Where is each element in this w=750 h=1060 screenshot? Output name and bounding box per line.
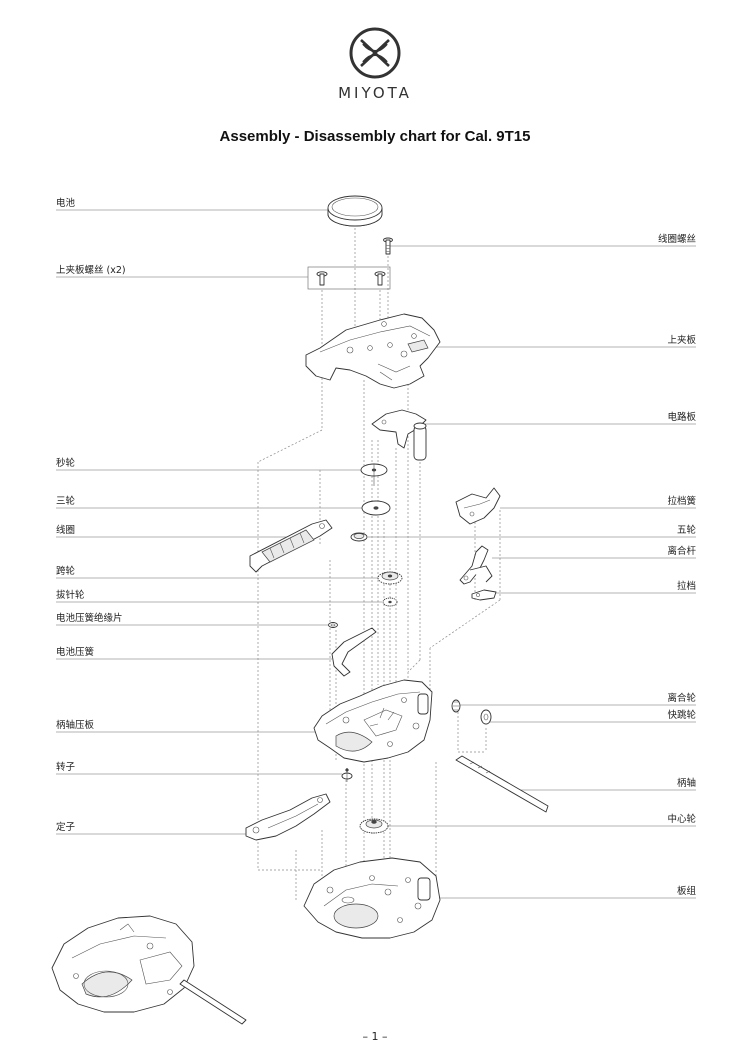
- label-clutch-wheel: 离合轮: [667, 693, 696, 704]
- intermediate-wheel-part: [377, 571, 403, 585]
- circuit-board-part: [371, 409, 427, 461]
- brand-name: MIYOTA: [338, 84, 412, 102]
- stem-part: [455, 755, 549, 813]
- miyota-logo-icon: [349, 27, 401, 79]
- label-battery-spring: 电池压簧: [56, 647, 95, 658]
- label-stem: 柄轴: [676, 778, 696, 789]
- assembled-movement-part: [51, 915, 247, 1025]
- main-plate-part: [303, 857, 441, 939]
- battery-spring-part: [331, 627, 377, 677]
- label-upper-plate: 上夹板: [667, 335, 696, 346]
- leader-lines-right: [368, 245, 696, 899]
- upper-plate-screws-part: [307, 266, 391, 290]
- upper-plate-part: [305, 313, 441, 389]
- label-battery: 电池: [56, 198, 76, 209]
- coil-screw-part: [383, 237, 393, 255]
- label-rotor: 转子: [56, 762, 76, 773]
- setting-lever-spring-part: [455, 487, 501, 525]
- label-upper-plate-screw: 上夹板螺丝 (x2): [56, 265, 126, 276]
- label-intermediate-wheel: 跨轮: [56, 566, 76, 577]
- fifth-wheel-part: [350, 532, 368, 542]
- center-wheel-part: [359, 818, 389, 834]
- label-setting-lever-spring: 拉档簧: [667, 496, 696, 507]
- label-setting-wheel: 拔针轮: [56, 590, 85, 601]
- label-coil: 线圈: [56, 525, 76, 536]
- label-stem-plate: 柄轴压板: [56, 720, 95, 731]
- rotor-part: [341, 768, 353, 782]
- coil-part: [249, 519, 333, 573]
- quick-jump-wheel-part: [480, 709, 492, 725]
- label-center-wheel: 中心轮: [667, 814, 696, 825]
- setting-wheel-part: [382, 597, 398, 607]
- stem-plate-assembly-part: [313, 679, 433, 763]
- label-main-plate: 板组: [676, 886, 696, 897]
- battery-part: [327, 195, 383, 227]
- label-stator: 定子: [56, 822, 76, 833]
- label-second-wheel: 秒轮: [56, 458, 76, 469]
- label-yoke: 离合杆: [667, 546, 696, 557]
- third-wheel-part: [361, 500, 391, 516]
- second-wheel-part: [360, 463, 388, 486]
- leader-lines-left: [56, 209, 382, 835]
- yoke-part: [459, 545, 493, 585]
- label-setting-lever: 拉档: [676, 581, 696, 592]
- label-coil-screw: 线圈螺丝: [657, 234, 696, 245]
- label-quick-jump-wheel: 快跳轮: [667, 710, 696, 721]
- page-number: – 1 –: [362, 1030, 388, 1043]
- label-fifth-wheel: 五轮: [676, 525, 696, 536]
- stator-part: [245, 793, 331, 841]
- label-third-wheel: 三轮: [56, 496, 76, 507]
- label-circuit-board: 电路板: [667, 412, 696, 423]
- clutch-wheel-part: [451, 699, 461, 713]
- label-battery-spring-insulator: 电池压簧绝缘片: [56, 613, 123, 624]
- setting-lever-part: [471, 589, 497, 601]
- page-title: Assembly - Disassembly chart for Cal. 9T…: [219, 128, 531, 145]
- battery-spring-insulator-part: [328, 622, 338, 628]
